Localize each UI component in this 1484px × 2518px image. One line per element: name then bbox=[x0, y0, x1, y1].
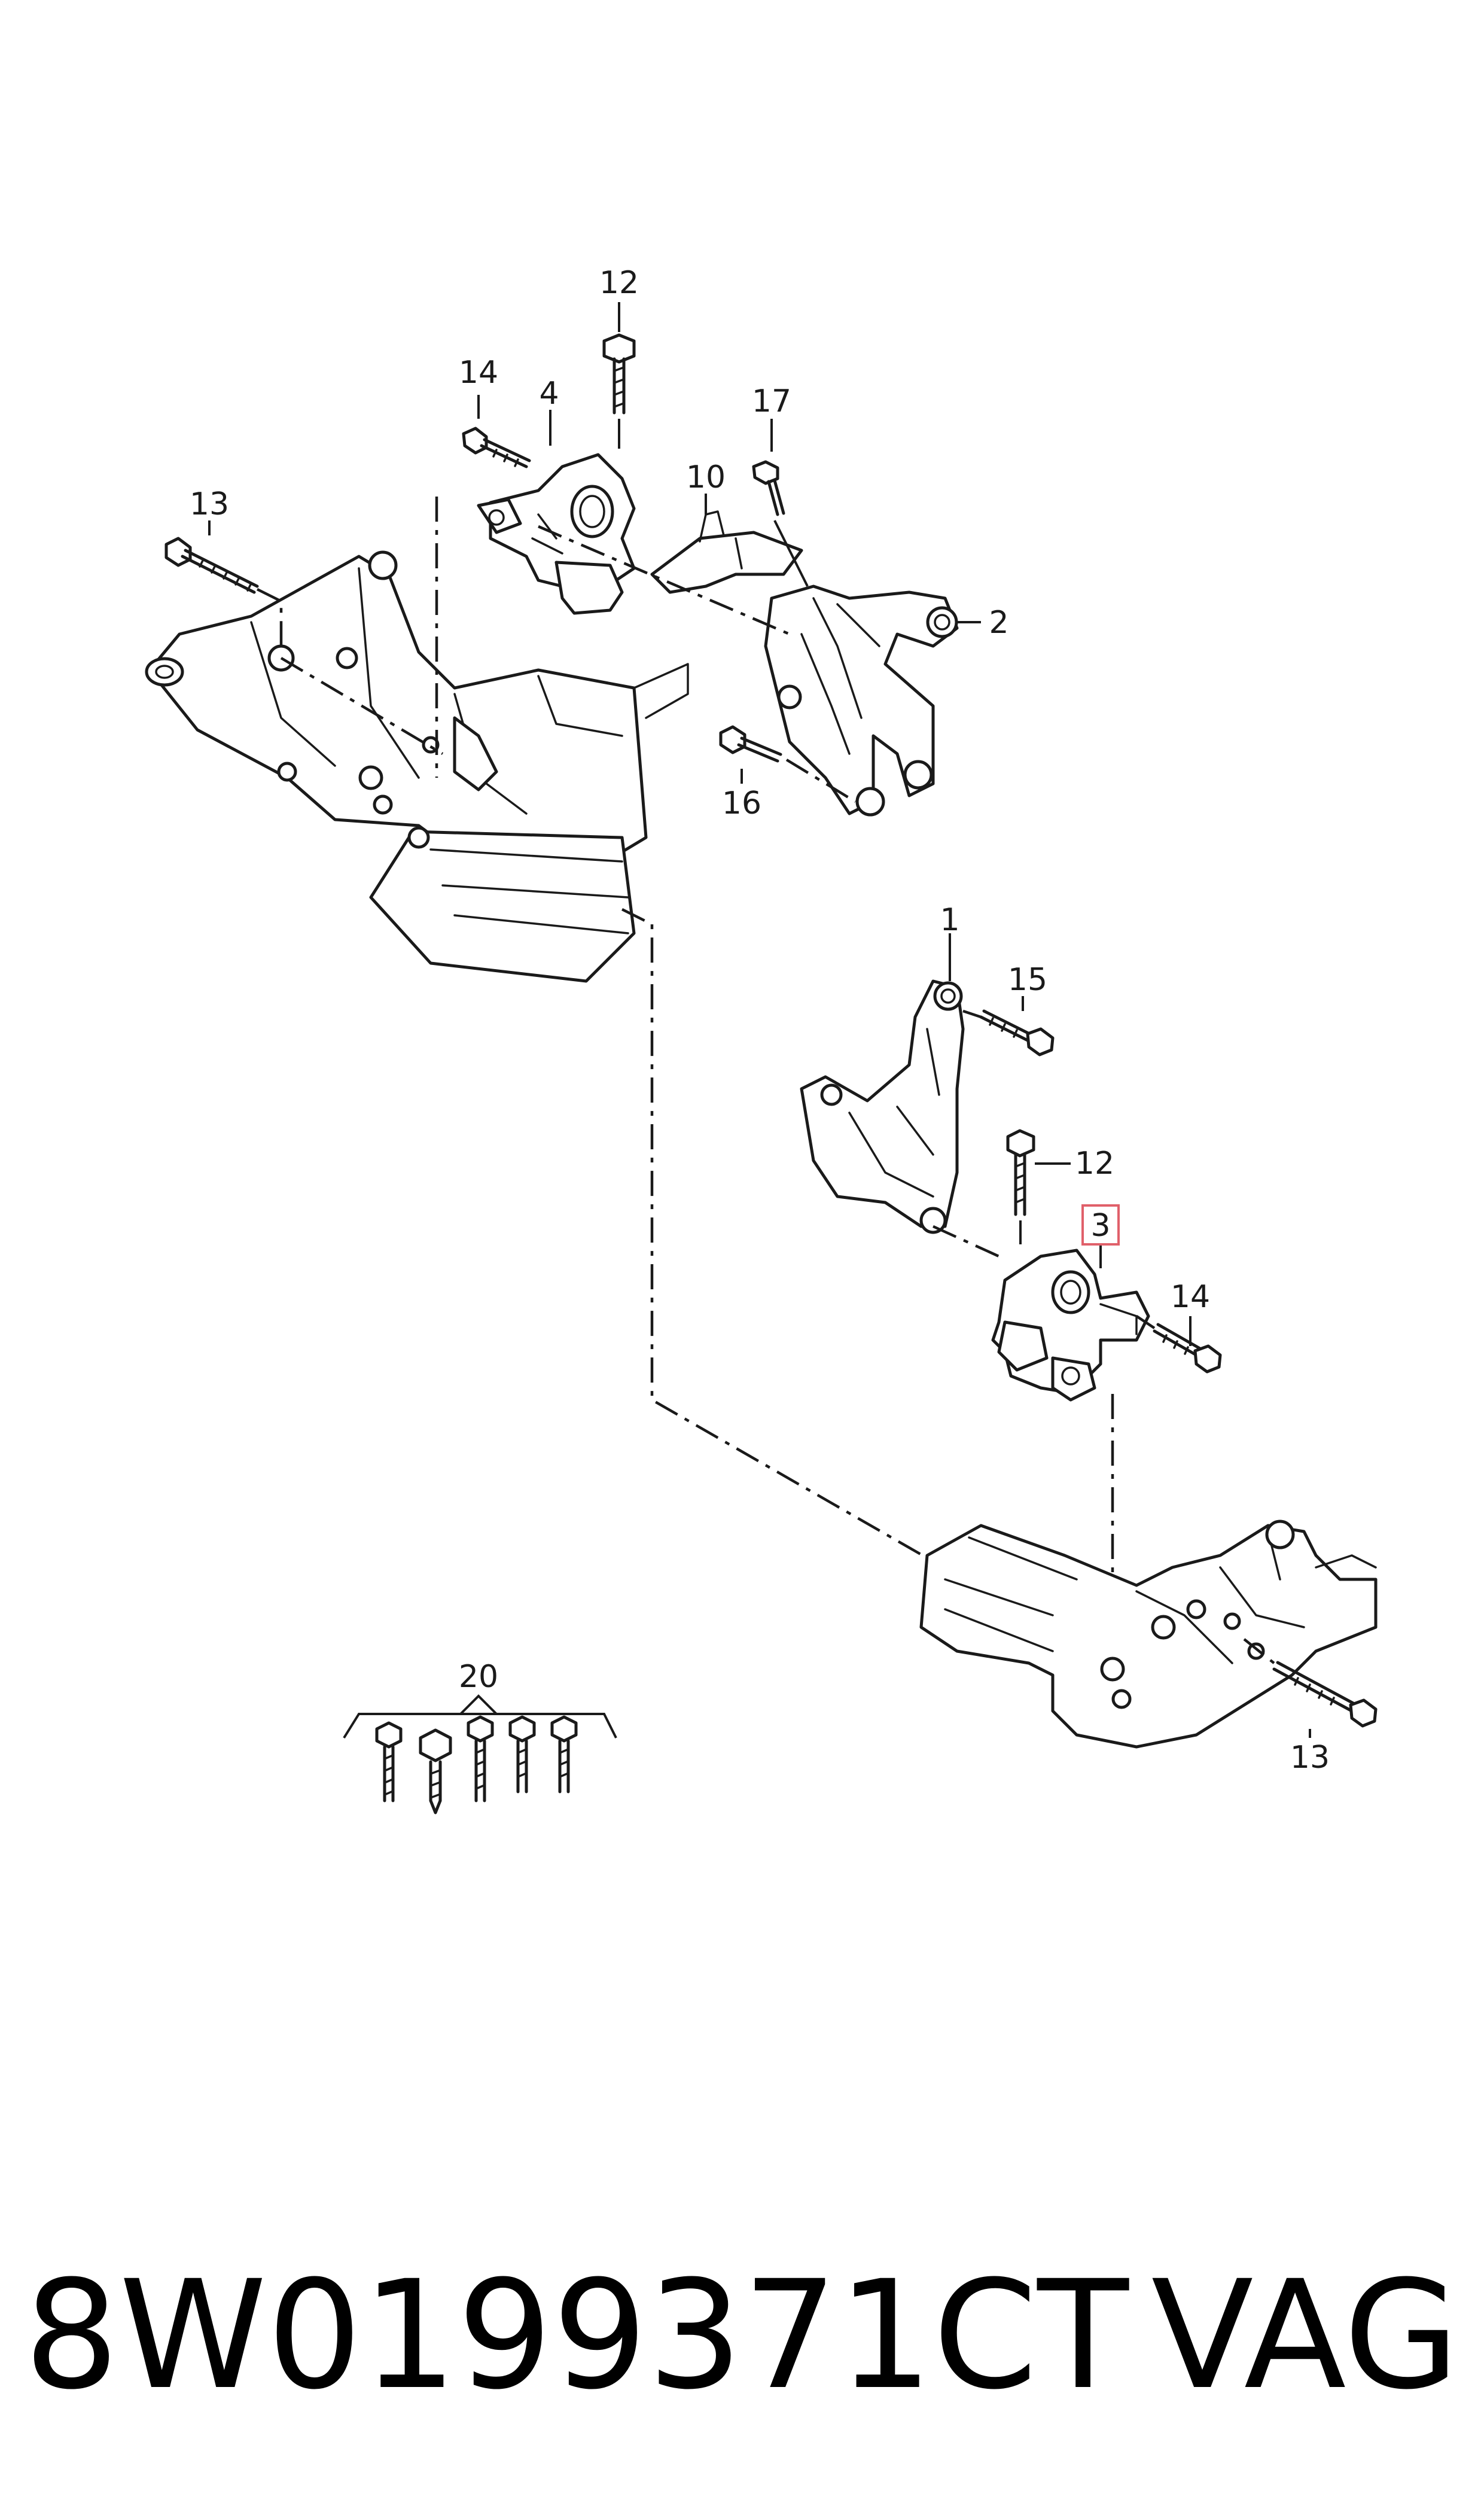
callout-3-highlight bbox=[1081, 1204, 1120, 1246]
callout-10: 10 bbox=[686, 459, 726, 495]
bracket-1 bbox=[800, 979, 965, 1234]
bracket-10 bbox=[650, 510, 803, 594]
callout-20: 20 bbox=[459, 1659, 498, 1695]
bolt-12-mid bbox=[1006, 1129, 1035, 1244]
engine-mount-4 bbox=[477, 453, 636, 615]
callout-15: 15 bbox=[1008, 962, 1047, 998]
callout-13-left: 13 bbox=[190, 486, 229, 522]
bolt-13-left bbox=[164, 537, 444, 755]
bolt-kit-20 bbox=[343, 1694, 617, 1814]
callout-1: 1 bbox=[940, 902, 959, 938]
bolt-12-top bbox=[602, 333, 636, 449]
kit-bolt-5 bbox=[550, 1715, 578, 1794]
bolt-13-right bbox=[1243, 1638, 1378, 1728]
callout-4: 4 bbox=[539, 376, 559, 412]
assembly-line-main bbox=[621, 908, 934, 1563]
callout-3: 3 bbox=[1090, 1208, 1110, 1244]
brand-name: VAG bbox=[1151, 2248, 1459, 2422]
bracket-2 bbox=[764, 584, 959, 817]
kit-bolt-1 bbox=[375, 1721, 403, 1803]
bolt-17 bbox=[752, 460, 809, 587]
part-number: 8W0199371CT bbox=[24, 2248, 1129, 2422]
callout-17: 17 bbox=[752, 383, 791, 419]
bolt-16 bbox=[719, 725, 857, 803]
bolt-14-right bbox=[1135, 1315, 1222, 1374]
kit-bolt-3 bbox=[467, 1715, 494, 1803]
kit-bolt-2 bbox=[419, 1728, 452, 1814]
callout-12-mid: 12 bbox=[1075, 1146, 1114, 1182]
callout-16: 16 bbox=[722, 785, 761, 821]
callout-2: 2 bbox=[989, 605, 1008, 641]
assembly-line-mid bbox=[933, 1225, 1000, 1258]
callout-14-top: 14 bbox=[459, 355, 498, 391]
subframe-right bbox=[919, 1520, 1378, 1749]
callout-14-right: 14 bbox=[1171, 1279, 1210, 1315]
callout-13-right: 13 bbox=[1290, 1740, 1330, 1776]
bolt-15 bbox=[962, 1009, 1055, 1056]
callout-12-top: 12 bbox=[599, 265, 639, 301]
subframe-left bbox=[145, 550, 689, 983]
bolt-14-top bbox=[435, 427, 531, 778]
kit-bolt-4 bbox=[508, 1715, 536, 1794]
engine-mount-3 bbox=[991, 1249, 1150, 1402]
